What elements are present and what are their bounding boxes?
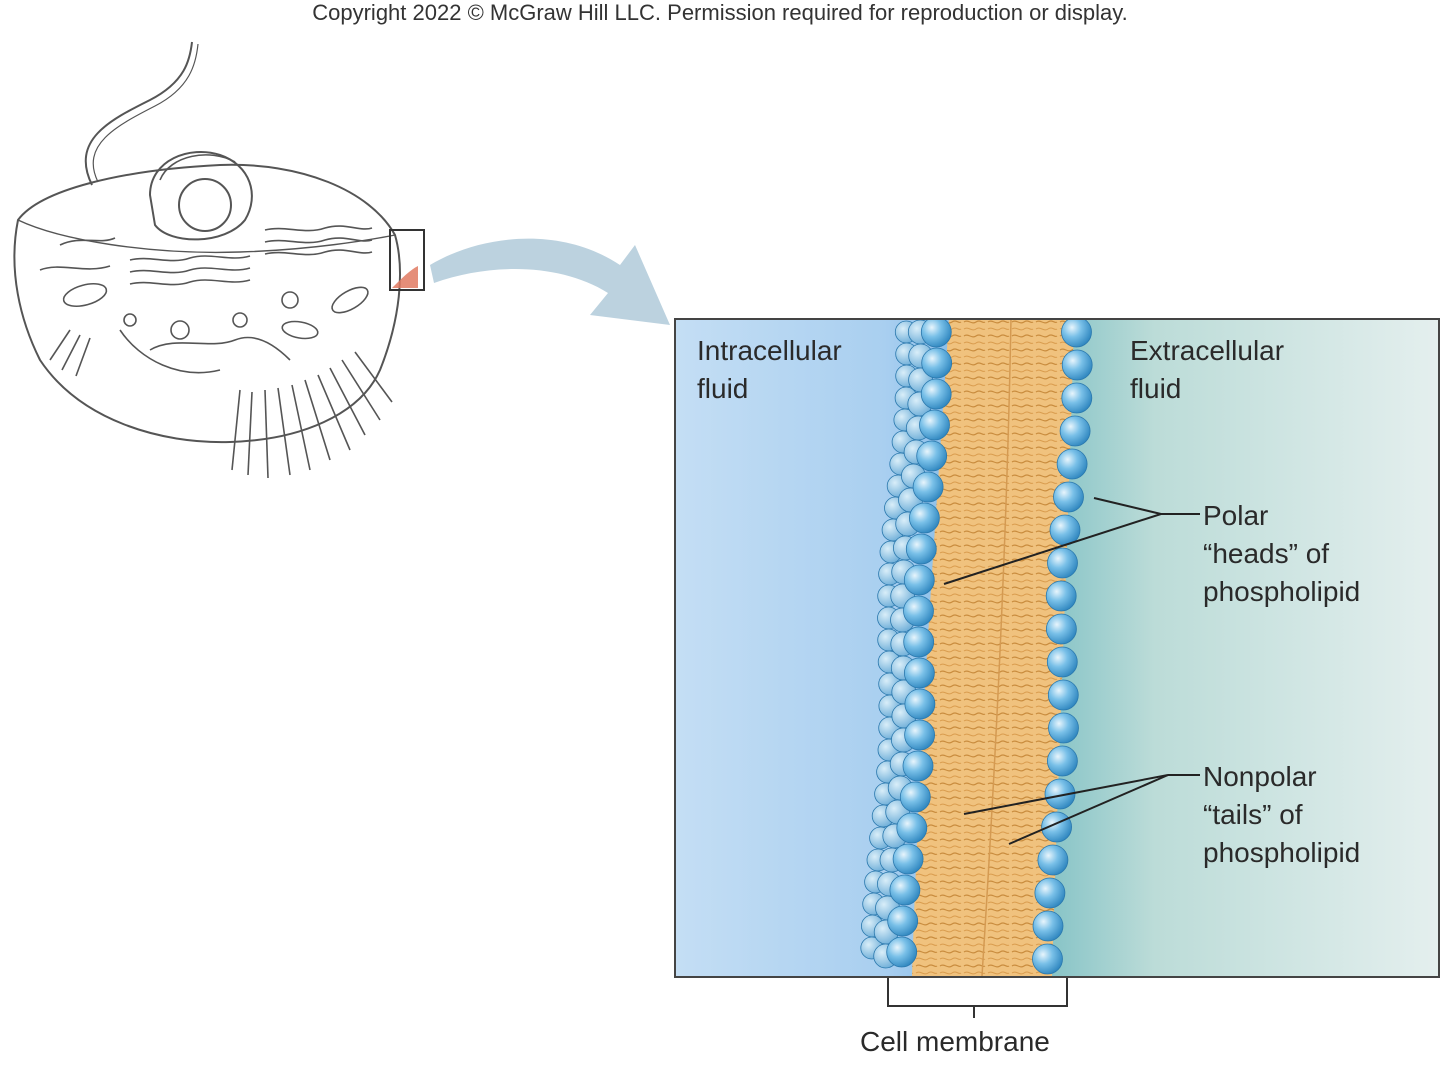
phospholipid-heads-outer-leaflet [1032,318,1093,975]
phospholipid-head [912,471,944,503]
zoom-box [389,229,425,291]
phospholipid-head [1045,580,1077,612]
phospholipid-head [1061,318,1092,348]
phospholipid-head [1059,415,1091,447]
phospholipid-head [1056,448,1088,480]
membrane-panel [674,318,1440,1018]
phospholipid-head [1047,547,1078,579]
phospholipid-head [903,657,935,689]
phospholipid-heads-inner-leaflet [886,318,953,968]
phospholipid-head [1032,943,1063,975]
polar-leader-2 [943,513,1162,585]
phospholipid-head [903,595,934,627]
cell-membrane-label: Cell membrane [860,1026,1050,1057]
nonpolar-leader-2 [1008,774,1169,845]
phospholipid-head [1061,349,1093,381]
phospholipid-head [920,378,952,410]
extracellular-region [1034,319,1438,977]
membrane-highlight [392,266,418,288]
phospholipid-head [1034,877,1066,909]
phospholipid-head [886,936,918,968]
nucleolus [178,178,232,232]
phospholipid-head [903,564,935,596]
phospholipid-head [1045,613,1077,645]
phospholipid-head [1061,382,1093,414]
nucleus [148,150,253,241]
phospholipid-head [902,750,934,782]
phospholipid-head [1053,481,1084,513]
copyright-notice: Copyright 2022 © McGraw Hill LLC. Permis… [312,0,1128,25]
phospholipid-head [889,874,921,906]
phospholipid-head [1048,712,1079,744]
polar-leader-1 [1093,497,1162,515]
phospholipid-head [1044,778,1076,810]
phospholipid-head [896,812,928,844]
phospholipid-head [904,688,936,720]
phospholipid-head [920,318,952,348]
phospholipid-head [919,409,950,441]
phospholipid-head [1037,844,1069,876]
phospholipid-head [904,719,936,751]
phospholipid-head [1032,910,1064,942]
cell-outline [13,163,401,444]
phospholipid-head [1047,679,1079,711]
phospholipid-head [903,626,935,658]
nonpolar-leader-1 [963,774,1169,815]
flagellum [84,41,193,186]
phospholipid-head [899,781,931,813]
phospholipid-head [908,502,940,534]
zoom-arrow [430,238,670,325]
phospholipid-head [887,905,919,937]
phospholipid-head [921,347,953,379]
membrane-bracket [887,978,1068,1018]
cell-illustration [13,41,425,479]
phospholipid-head [916,440,948,472]
phospholipid-head [1046,646,1078,678]
phospholipid-head [905,533,937,565]
phospholipid-head [1049,514,1081,546]
phospholipid-head [1046,745,1078,777]
phospholipid-head [892,843,924,875]
